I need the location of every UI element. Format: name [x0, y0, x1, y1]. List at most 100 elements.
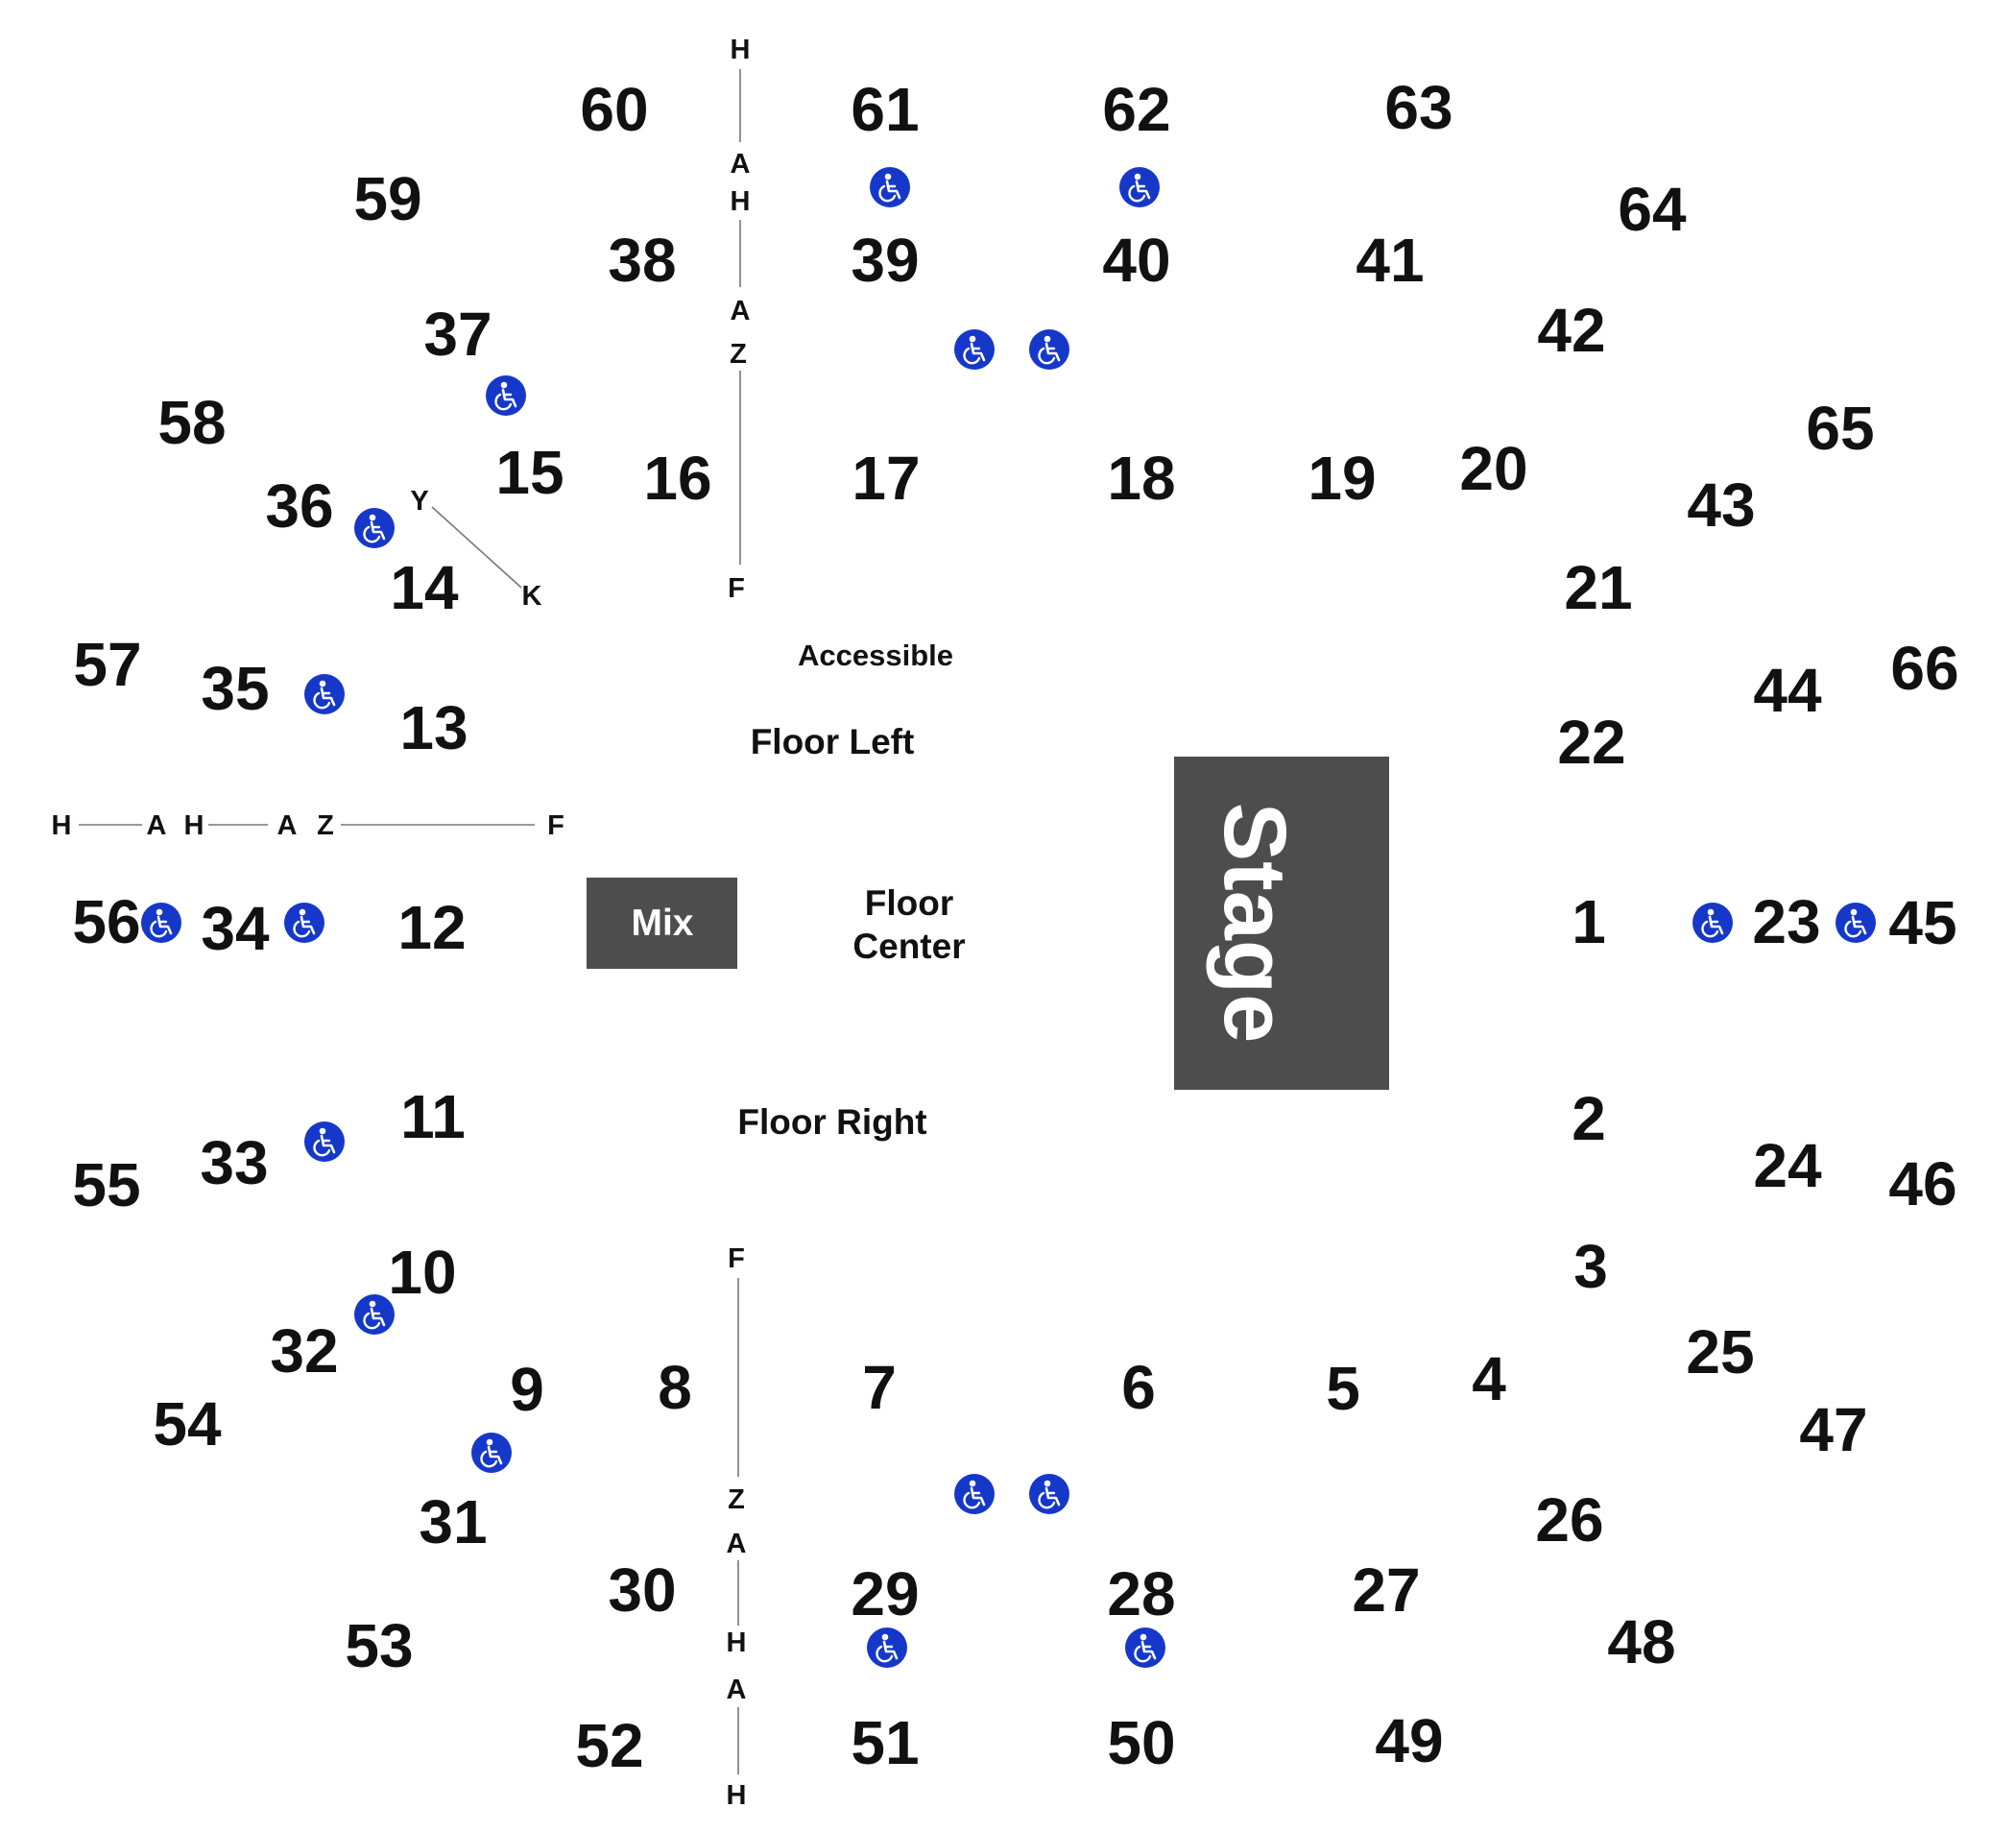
wheelchair-icon[interactable] [952, 327, 996, 372]
section-31[interactable]: 31 [419, 1487, 487, 1556]
row-marker: A [731, 296, 751, 326]
section-54[interactable]: 54 [153, 1389, 222, 1458]
row-marker: Z [728, 1484, 745, 1515]
section-8[interactable]: 8 [658, 1353, 692, 1422]
section-36[interactable]: 36 [265, 471, 333, 541]
wheelchair-icon[interactable] [282, 901, 326, 945]
section-10[interactable]: 10 [388, 1238, 456, 1307]
area-floor-left[interactable]: Floor Left [751, 722, 915, 761]
section-14[interactable]: 14 [390, 553, 459, 622]
section-35[interactable]: 35 [201, 654, 269, 723]
section-37[interactable]: 37 [423, 300, 492, 369]
section-32[interactable]: 32 [270, 1316, 338, 1386]
stage-block [1174, 757, 1389, 1090]
section-50[interactable]: 50 [1107, 1708, 1175, 1777]
wheelchair-icon[interactable] [868, 165, 912, 209]
section-12[interactable]: 12 [397, 893, 466, 962]
section-55[interactable]: 55 [72, 1150, 140, 1219]
section-21[interactable]: 21 [1564, 553, 1632, 622]
wheelchair-icon[interactable] [302, 1120, 347, 1164]
section-4[interactable]: 4 [1472, 1344, 1506, 1413]
section-62[interactable]: 62 [1102, 75, 1170, 144]
section-63[interactable]: 63 [1384, 73, 1452, 142]
section-65[interactable]: 65 [1806, 394, 1874, 463]
section-43[interactable]: 43 [1687, 470, 1755, 540]
section-57[interactable]: 57 [73, 630, 141, 699]
section-5[interactable]: 5 [1326, 1354, 1360, 1423]
wheelchair-icon[interactable] [139, 901, 183, 945]
section-7[interactable]: 7 [862, 1353, 897, 1422]
section-11[interactable]: 11 [400, 1082, 466, 1151]
section-33[interactable]: 33 [200, 1128, 268, 1197]
wheelchair-icon[interactable] [952, 1472, 996, 1516]
section-30[interactable]: 30 [608, 1555, 676, 1625]
section-9[interactable]: 9 [510, 1355, 544, 1424]
section-64[interactable]: 64 [1618, 175, 1687, 244]
section-3[interactable]: 3 [1573, 1232, 1608, 1301]
section-53[interactable]: 53 [345, 1611, 413, 1680]
section-19[interactable]: 19 [1308, 444, 1376, 513]
section-17[interactable]: 17 [852, 444, 920, 513]
section-1[interactable]: 1 [1572, 887, 1606, 956]
stage[interactable]: Stage [1174, 757, 1389, 1090]
section-27[interactable]: 27 [1352, 1555, 1420, 1625]
wheelchair-icon[interactable] [469, 1431, 514, 1475]
section-41[interactable]: 41 [1356, 226, 1424, 295]
section-45[interactable]: 45 [1888, 888, 1956, 957]
row-marker: H [52, 810, 72, 841]
section-26[interactable]: 26 [1535, 1485, 1603, 1555]
section-44[interactable]: 44 [1753, 656, 1822, 725]
section-25[interactable]: 25 [1686, 1317, 1754, 1386]
section-20[interactable]: 20 [1459, 434, 1527, 503]
sections: 1 2 3 4 5 6 7 8 9 10 11 12 13 14 15 16 1… [72, 73, 1958, 1780]
section-24[interactable]: 24 [1753, 1131, 1822, 1200]
section-52[interactable]: 52 [575, 1711, 643, 1780]
section-46[interactable]: 46 [1888, 1149, 1956, 1218]
section-61[interactable]: 61 [851, 75, 919, 144]
row-marker: F [728, 1243, 745, 1274]
section-34[interactable]: 34 [201, 894, 270, 963]
section-59[interactable]: 59 [353, 164, 421, 233]
section-60[interactable]: 60 [580, 75, 648, 144]
section-6[interactable]: 6 [1121, 1353, 1156, 1422]
wheelchair-icon[interactable] [1117, 165, 1162, 209]
section-48[interactable]: 48 [1607, 1607, 1675, 1676]
area-floor-right[interactable]: Floor Right [737, 1102, 926, 1142]
section-29[interactable]: 29 [851, 1559, 919, 1628]
wheelchair-icon[interactable] [484, 374, 528, 418]
section-51[interactable]: 51 [851, 1708, 919, 1777]
section-13[interactable]: 13 [399, 693, 468, 762]
wheelchair-icon[interactable] [1027, 1472, 1071, 1516]
wheelchair-icon[interactable] [1691, 901, 1735, 945]
area-floor-center-line1[interactable]: Floor [865, 883, 953, 923]
row-marker: A [277, 810, 298, 841]
wheelchair-icon[interactable] [1027, 327, 1071, 372]
section-58[interactable]: 58 [157, 388, 226, 457]
section-66[interactable]: 66 [1890, 634, 1958, 703]
section-22[interactable]: 22 [1557, 708, 1625, 777]
area-floor-center-line2[interactable]: Center [852, 927, 965, 966]
wheelchair-icon[interactable] [302, 672, 347, 716]
section-16[interactable]: 16 [643, 444, 711, 513]
section-47[interactable]: 47 [1799, 1395, 1867, 1464]
section-23[interactable]: 23 [1752, 887, 1820, 956]
row-marker: A [731, 149, 751, 180]
row-marker: F [547, 810, 564, 841]
section-39[interactable]: 39 [851, 226, 919, 295]
section-15[interactable]: 15 [495, 438, 564, 507]
section-40[interactable]: 40 [1102, 226, 1170, 295]
wheelchair-icon[interactable] [1834, 901, 1878, 945]
section-42[interactable]: 42 [1537, 296, 1605, 365]
section-38[interactable]: 38 [608, 226, 676, 295]
wheelchair-icon[interactable] [352, 506, 396, 550]
row-markers: H A H A Z F Y K H A H A Z F F Z A H A H [52, 35, 751, 1811]
wheelchair-icon[interactable] [352, 1292, 396, 1337]
wheelchair-icon[interactable] [1123, 1626, 1167, 1670]
section-2[interactable]: 2 [1572, 1084, 1606, 1153]
section-49[interactable]: 49 [1375, 1706, 1443, 1775]
section-28[interactable]: 28 [1107, 1559, 1175, 1628]
wheelchair-icon[interactable] [865, 1626, 909, 1670]
section-56[interactable]: 56 [72, 887, 140, 956]
area-accessible[interactable]: Accessible [798, 639, 953, 672]
section-18[interactable]: 18 [1107, 444, 1175, 513]
